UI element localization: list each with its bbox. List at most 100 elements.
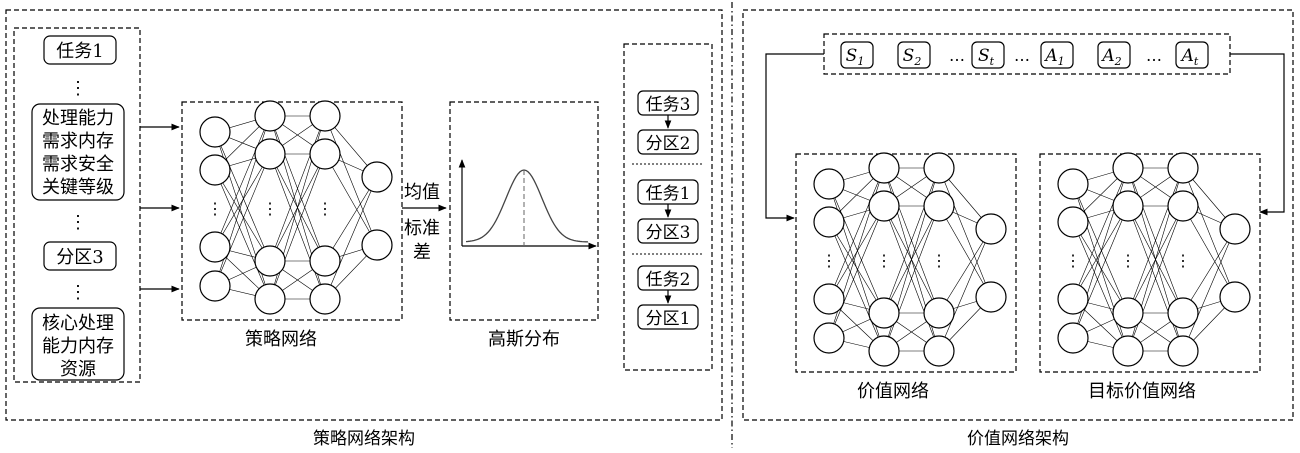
network-edge (1182, 167, 1236, 298)
partition-attributes-box (31, 307, 125, 381)
network-edge (214, 153, 271, 287)
network-edge (938, 228, 992, 352)
task-attr-criticality: 关键等级 (42, 177, 114, 198)
task1-box (43, 35, 117, 65)
partition-attr-resource: 资源 (60, 359, 96, 380)
network-node (199, 116, 231, 148)
network-edge (938, 228, 992, 314)
network-node (1057, 206, 1089, 238)
policy-network-box (181, 101, 403, 321)
network-node (923, 335, 955, 367)
network-node (975, 281, 1007, 313)
value-network-label: 价值网络 (857, 381, 929, 402)
value-architecture-caption: 价值网络架构 (967, 429, 1069, 449)
network-node (254, 245, 286, 277)
network-node (1219, 213, 1251, 245)
network-ellipsis: ⋮ (1120, 251, 1136, 270)
policy-architecture-caption: 策略网络架构 (313, 429, 415, 449)
state-t: St (978, 46, 995, 68)
network-edge (324, 153, 378, 246)
task-attr-processing: 处理能力 (42, 108, 114, 129)
policy-architecture-frame (5, 9, 723, 421)
gaussian-curve (465, 169, 589, 243)
mean-label: 均值 (404, 182, 440, 203)
assignment-pair-2: 任务1 分区3 (637, 179, 699, 244)
sequence-cell (1097, 41, 1131, 69)
network-edge (938, 167, 992, 298)
target-network-label: 目标价值网络 (1088, 381, 1196, 402)
network-node (975, 213, 1007, 245)
ellipsis-2: ⋮ (69, 212, 87, 233)
network-edge (828, 221, 885, 314)
network-edge (214, 115, 271, 248)
network-edge (1182, 228, 1236, 314)
network-edge (828, 167, 885, 300)
partition-attr-memory: 能力内存 (42, 336, 114, 357)
action-t: At (1180, 46, 1199, 68)
sequence-to-target-arrow (1230, 53, 1285, 216)
gaussian-box (449, 101, 599, 321)
policy-network-graph: ⋮⋮⋮ (199, 100, 393, 315)
network-edge (883, 167, 940, 314)
network-node (254, 138, 286, 170)
network-node (309, 138, 341, 170)
action-1: A1 (1043, 46, 1064, 68)
assignment-pair-1: 任务3 分区2 (637, 90, 699, 155)
network-node (1219, 281, 1251, 313)
network-ellipsis: ⋮ (931, 251, 947, 270)
network-node (1112, 152, 1144, 184)
network-edge (883, 205, 940, 352)
network-node (309, 245, 341, 277)
network-edge (828, 183, 885, 314)
network-node (813, 168, 845, 200)
network-edge (269, 153, 326, 300)
network-node (1167, 335, 1199, 367)
assignment-2-task: 任务1 (646, 184, 691, 204)
network-node (1167, 190, 1199, 222)
task-attributes-box (31, 103, 125, 201)
target-network-graph: ⋮ ⋮ ⋮ (1057, 152, 1251, 367)
partition-attr-core: 核心处理 (42, 313, 114, 334)
network-node (813, 322, 845, 354)
network-node (868, 152, 900, 184)
sequence-cell (897, 41, 931, 69)
ellipsis-3: ⋮ (69, 282, 87, 303)
network-edge (828, 205, 885, 339)
sequence-to-value-arrow (765, 53, 824, 222)
assignment-2-partition-box (637, 218, 699, 244)
policy-network-label: 策略网络 (245, 329, 317, 350)
network-node (1057, 322, 1089, 354)
network-edge (1072, 205, 1129, 339)
network-node (1112, 190, 1144, 222)
task-attr-security: 需求安全 (42, 154, 114, 175)
network-ellipsis: ⋮ (1175, 251, 1191, 270)
network-node (199, 154, 231, 186)
action-2: A2 (1100, 46, 1121, 68)
network-ellipsis: ⋮ (876, 251, 892, 270)
sequence-cell (971, 41, 1005, 69)
ellipsis-1: ⋮ (69, 78, 87, 99)
assignment-3-partition: 分区1 (646, 309, 691, 329)
partition3-label: 分区3 (56, 247, 103, 268)
network-node (254, 283, 286, 315)
std-label-line1: 标准 (404, 218, 440, 239)
assignment-1-task: 任务3 (646, 95, 691, 115)
network-node (309, 100, 341, 132)
sequence-ellipsis: … (949, 46, 965, 65)
task-attr-memory: 需求内存 (42, 131, 114, 152)
partition3-box (43, 241, 117, 271)
network-ellipsis: ⋮ (1065, 251, 1081, 270)
network-edge (214, 169, 271, 262)
assignment-1-partition-box (637, 129, 699, 155)
network-ellipsis: ⋮ (821, 251, 837, 270)
network-edge (324, 176, 378, 300)
network-node (1057, 283, 1089, 315)
network-edge (1127, 205, 1184, 352)
task1-label: 任务1 (56, 41, 103, 62)
network-node (923, 297, 955, 329)
network-edge (1072, 167, 1129, 300)
network-node (199, 270, 231, 302)
network-ellipsis: ⋮ (207, 199, 223, 218)
